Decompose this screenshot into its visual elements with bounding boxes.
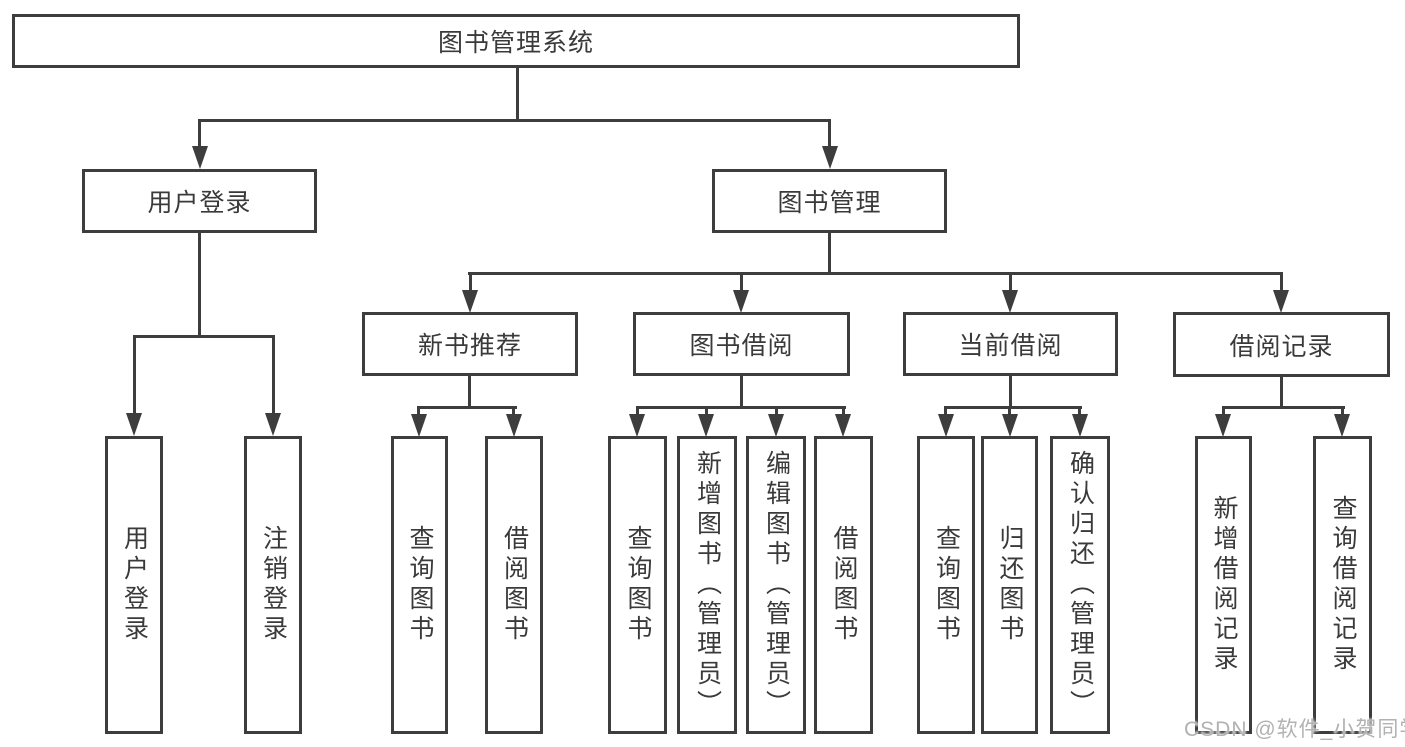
connector-line xyxy=(1078,406,1081,416)
leaf-edit-books-admin: 编辑图书（管理员） xyxy=(746,436,806,734)
leaf-add-borrow-record: 新增借阅记录 xyxy=(1195,436,1252,734)
connector-line xyxy=(272,335,275,415)
connector-line xyxy=(133,335,136,415)
arrowhead-icon xyxy=(1072,414,1088,437)
leaf-confirm-return-admin: 确认归还（管理员） xyxy=(1050,436,1110,734)
leaf-label: 借阅图书 xyxy=(500,525,529,645)
connector-line xyxy=(417,406,517,409)
leaf-logout: 注销登录 xyxy=(244,436,302,734)
connector-line xyxy=(944,406,947,416)
leaf-label: 归还图书 xyxy=(996,525,1024,645)
arrowhead-icon xyxy=(1002,414,1018,437)
leaf-label: 查询借阅记录 xyxy=(1329,495,1357,675)
connector-line xyxy=(1222,406,1225,416)
leaf-borrow-books-2: 借阅图书 xyxy=(814,436,873,734)
leaf-label: 编辑图书（管理员） xyxy=(762,450,791,720)
connector-line xyxy=(516,67,519,121)
connector-line xyxy=(1009,375,1012,408)
leaf-query-books-3: 查询图书 xyxy=(917,436,975,734)
leaf-label: 查询图书 xyxy=(624,525,652,645)
connector-line xyxy=(133,335,275,338)
leaf-label: 新增借阅记录 xyxy=(1210,495,1238,675)
arrowhead-icon xyxy=(1334,414,1350,437)
leaf-label: 查询图书 xyxy=(406,525,434,645)
leaf-query-borrow-record: 查询借阅记录 xyxy=(1313,436,1372,734)
connector-line xyxy=(1222,406,1345,409)
arrowhead-icon xyxy=(733,290,749,313)
leaf-label: 借阅图书 xyxy=(830,525,858,645)
connector-line xyxy=(469,272,472,292)
connector-line xyxy=(512,406,515,416)
node-new-book-recommendation: 新书推荐 xyxy=(362,312,578,376)
leaf-query-books-2: 查询图书 xyxy=(608,436,667,734)
arrowhead-icon xyxy=(411,414,427,437)
connector-line xyxy=(468,272,1282,275)
connector-line xyxy=(198,119,201,149)
node-library-management-system: 图书管理系统 xyxy=(12,14,1020,68)
connector-line xyxy=(740,272,743,292)
connector-line xyxy=(417,406,420,416)
connector-line xyxy=(1008,406,1011,416)
connector-line xyxy=(198,232,201,337)
arrowhead-icon xyxy=(192,146,208,169)
connector-line xyxy=(944,406,1082,409)
leaf-label: 新增图书（管理员） xyxy=(693,450,722,720)
leaf-label: 注销登录 xyxy=(259,525,288,645)
connector-line xyxy=(828,119,831,149)
arrowhead-icon xyxy=(698,414,714,437)
arrowhead-icon xyxy=(938,414,954,437)
arrowhead-icon xyxy=(1002,290,1018,313)
arrowhead-icon xyxy=(265,413,281,436)
leaf-label: 查询图书 xyxy=(932,525,961,645)
connector-line xyxy=(705,406,708,416)
arrowhead-icon xyxy=(768,414,784,437)
connector-line xyxy=(828,232,831,275)
arrowhead-icon xyxy=(629,414,645,437)
arrowhead-icon xyxy=(462,290,478,313)
arrowhead-icon xyxy=(822,146,838,169)
node-current-borrowing: 当前借阅 xyxy=(903,312,1118,376)
arrowhead-icon xyxy=(126,413,142,436)
arrowhead-icon xyxy=(506,414,522,437)
node-user-login: 用户登录 xyxy=(82,169,317,233)
connector-line xyxy=(842,406,845,416)
connector-line xyxy=(468,375,471,408)
leaf-query-books-1: 查询图书 xyxy=(391,436,448,734)
leaf-add-books-admin: 新增图书（管理员） xyxy=(677,436,737,734)
connector-line xyxy=(1280,272,1283,292)
arrowhead-icon xyxy=(835,414,851,437)
node-borrowing-records: 借阅记录 xyxy=(1173,312,1390,377)
connector-line xyxy=(198,119,831,122)
csdn-watermark: CSDN @软件_小贺同学 xyxy=(1184,718,1405,741)
leaf-user-login: 用户登录 xyxy=(105,436,163,734)
connector-line xyxy=(636,406,639,416)
arrowhead-icon xyxy=(1215,414,1231,437)
connector-line xyxy=(740,375,743,408)
connector-line xyxy=(775,406,778,416)
leaf-label: 用户登录 xyxy=(120,525,149,645)
leaf-label: 确认归还（管理员） xyxy=(1066,450,1095,720)
connector-line xyxy=(1280,375,1283,408)
connector-line xyxy=(1009,272,1012,292)
connector-line xyxy=(636,406,846,409)
node-book-management: 图书管理 xyxy=(712,169,947,233)
arrowhead-icon xyxy=(1273,290,1289,313)
leaf-return-books: 归还图书 xyxy=(981,436,1038,734)
node-book-borrowing: 图书借阅 xyxy=(633,312,850,376)
connector-line xyxy=(1341,406,1344,416)
leaf-borrow-books-1: 借阅图书 xyxy=(485,436,543,734)
